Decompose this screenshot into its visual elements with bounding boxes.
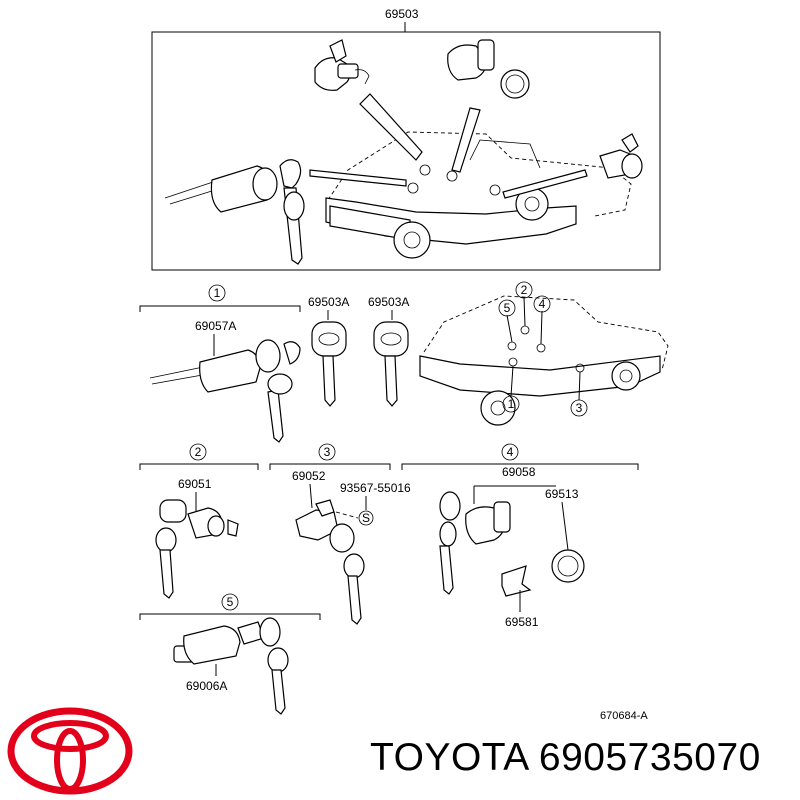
callout-4-locator: 4 (539, 297, 546, 311)
callout-2-locator: 2 (521, 283, 528, 297)
logo-vertical-ellipse (54, 728, 86, 792)
callout-4: 4 (507, 445, 514, 459)
ignition-cylinder-set (149, 339, 301, 443)
door-lock-cylinder-top (314, 39, 370, 91)
top-assembly-section: 69503 (151, 7, 661, 271)
back-door-lock-cylinder (173, 617, 289, 715)
callout-3: 3 (324, 445, 331, 459)
top-assembly-frame (151, 31, 661, 271)
pickup-truck-top (309, 93, 632, 259)
part-number-69503A-key-b: 69503A (368, 295, 409, 309)
part-number-69503: 69503 (385, 7, 419, 21)
part-number-69052: 69052 (292, 469, 326, 483)
callout-2: 2 (195, 445, 202, 459)
part-number-69058: 69058 (502, 465, 536, 479)
key-blank-a (311, 321, 347, 407)
callout-1: 1 (214, 286, 221, 300)
toyota-logo (7, 707, 133, 795)
part-number-69057A: 69057A (195, 319, 236, 333)
ignition-cylinder-top (164, 159, 305, 265)
part-number-93567-55016: 93567-55016 (340, 481, 411, 495)
callout-3-locator: 3 (576, 401, 583, 415)
lock-cylinder-3 (295, 499, 365, 625)
section-2: 2 69051 (139, 443, 259, 599)
section-3: 3 69052 93567-55016 S (269, 443, 411, 625)
screw-symbol: S (362, 511, 370, 525)
glove-box-lock-cylinder (439, 491, 585, 597)
part-number-69006A: 69006A (186, 679, 227, 693)
section-1: 1 69057A 69503A 69503A (139, 281, 669, 443)
callout-5: 5 (227, 595, 234, 609)
glove-box-cylinder-top (447, 39, 530, 99)
logo-horizontal-ellipse (31, 720, 109, 752)
door-lock-cylinder (155, 499, 239, 599)
part-number-69513: 69513 (545, 487, 579, 501)
part-number-69051: 69051 (178, 477, 212, 491)
section-4: 4 69058 69513 69581 (401, 443, 639, 629)
part-number-69503A-key-a: 69503A (308, 295, 349, 309)
callout-1-locator: 1 (508, 397, 515, 411)
key-blank-b (373, 321, 409, 407)
section-5: 5 69006A (139, 593, 321, 715)
pickup-truck-locator (419, 295, 669, 426)
brand-part-title: TOYOTA 6905735070 (370, 736, 761, 779)
figure-code: 670684-A (600, 710, 648, 722)
part-number-69581: 69581 (505, 615, 539, 629)
back-door-cylinder-top (599, 133, 643, 179)
callout-5-locator: 5 (504, 301, 511, 315)
